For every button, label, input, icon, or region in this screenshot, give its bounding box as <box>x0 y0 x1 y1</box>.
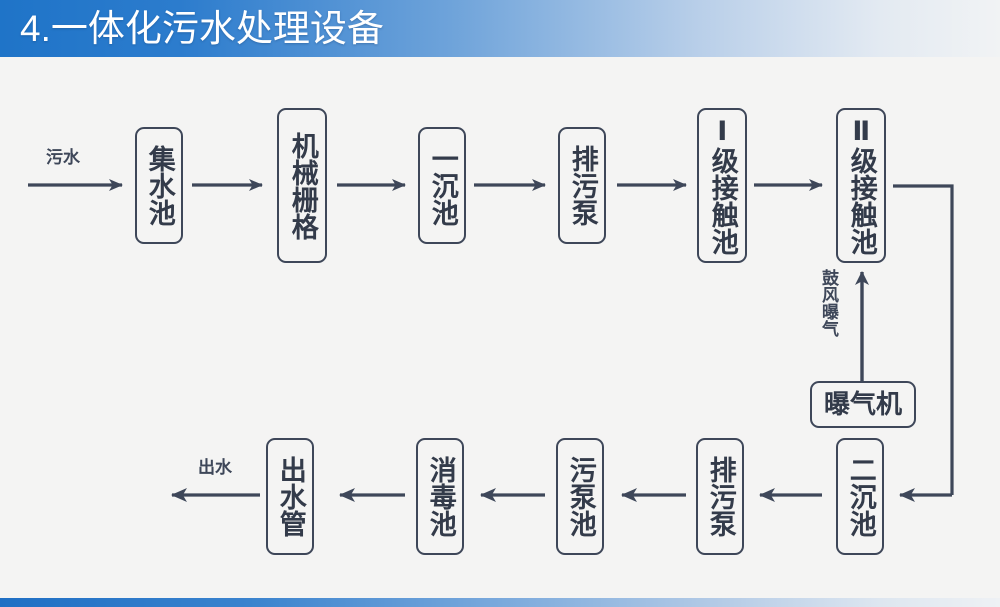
page-header-bar: 4.一体化污水处理设备 <box>0 0 1000 57</box>
flowchart-canvas: 污水 集水池 机械栅格 一沉池 排污泵 Ⅰ级接触池 Ⅱ级接触池 鼓风曝气 曝气机… <box>0 57 1000 598</box>
page-footer-bar <box>0 598 1000 607</box>
node-aerator[interactable]: 曝气机 <box>810 381 916 428</box>
outlet-flow-label: 出水 <box>198 458 232 477</box>
page-title: 4.一体化污水处理设备 <box>20 8 384 49</box>
inlet-flow-label: 污水 <box>46 148 80 167</box>
node-contact-tank-1[interactable]: Ⅰ级接触池 <box>697 108 747 263</box>
node-mechanical-grating[interactable]: 机械栅格 <box>277 108 327 263</box>
node-collection-tank[interactable]: 集水池 <box>135 127 183 244</box>
node-sewage-pump-top[interactable]: 排污泵 <box>558 127 606 244</box>
node-outlet-pipe[interactable]: 出水管 <box>266 438 314 555</box>
node-sewage-pump-bottom[interactable]: 排污泵 <box>696 438 744 555</box>
flowchart-connectors <box>28 179 954 502</box>
node-sludge-pump-tank[interactable]: 污泵池 <box>556 438 604 555</box>
node-contact-tank-2[interactable]: Ⅱ级接触池 <box>836 108 886 263</box>
node-primary-sedimentation-tank[interactable]: 一沉池 <box>418 127 466 244</box>
aeration-flow-label: 鼓风曝气 <box>819 269 838 337</box>
node-secondary-sedimentation-tank[interactable]: 二沉池 <box>836 438 884 555</box>
node-disinfection-tank[interactable]: 消毒池 <box>416 438 464 555</box>
